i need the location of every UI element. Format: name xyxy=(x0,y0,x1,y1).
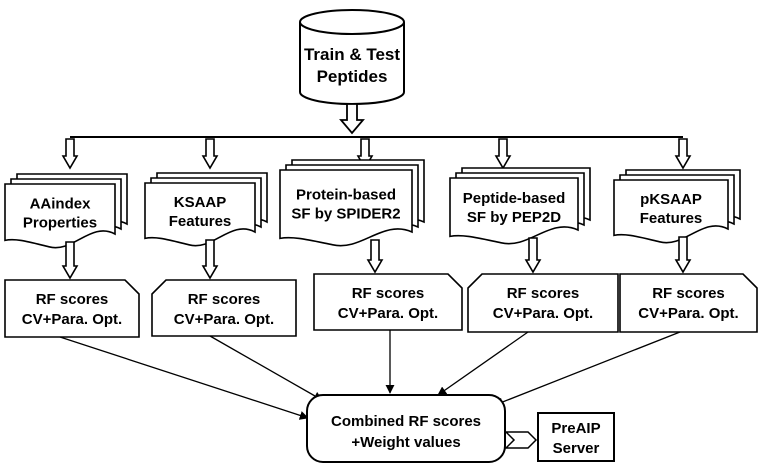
branch-arrow-1 xyxy=(61,138,79,170)
feature-label-line1-1: AAindex xyxy=(30,195,92,212)
rf-label-line1-4: RF scores xyxy=(507,285,580,302)
combined-line2: +Weight values xyxy=(351,434,460,451)
source-hollow-arrow xyxy=(339,103,365,135)
merge-arrow-4 xyxy=(437,331,529,396)
server-line1: PreAIP xyxy=(551,420,600,437)
feature-to-rf-arrow-5 xyxy=(674,236,692,274)
feature-label-line2-5: Features xyxy=(640,210,703,227)
feature-label-line2-4: SF by PEP2D xyxy=(467,209,561,226)
feature-to-rf-arrow-3 xyxy=(366,239,384,274)
combined-scores-box xyxy=(306,394,506,463)
rf-label-line2-3: CV+Para. Opt. xyxy=(338,305,438,322)
feature-document-stack-4: Peptide-based SF by PEP2D xyxy=(449,167,591,245)
feature-document-stack-2: KSAAP Features xyxy=(144,172,268,247)
source-title-line2: Peptides xyxy=(317,67,388,86)
server-chevron-arrow xyxy=(504,431,538,449)
rf-label-line1-1: RF scores xyxy=(36,291,109,308)
source-database-cylinder xyxy=(299,9,405,105)
rf-label-line2-4: CV+Para. Opt. xyxy=(493,305,593,322)
rf-label-line2-2: CV+Para. Opt. xyxy=(174,311,274,328)
feature-to-rf-arrow-1 xyxy=(61,241,79,280)
feature-label-line1-3: Protein-based xyxy=(296,186,396,203)
branch-arrow-5 xyxy=(674,138,692,170)
feature-document-stack-5: pKSAAP Features xyxy=(613,169,741,244)
feature-label-line1-2: KSAAP xyxy=(174,194,227,211)
merge-arrow-2 xyxy=(209,335,323,401)
feature-label-line2-3: SF by SPIDER2 xyxy=(291,205,400,222)
branch-arrow-2 xyxy=(201,138,219,170)
branch-arrow-4 xyxy=(494,138,512,170)
feature-label-line2-1: Properties xyxy=(23,214,97,231)
rf-label-line2-1: CV+Para. Opt. xyxy=(22,311,122,328)
feature-document-stack-3: Protein-based SF by SPIDER2 xyxy=(279,159,425,247)
merge-arrow-5 xyxy=(494,331,681,407)
feature-label-line1-4: Peptide-based xyxy=(463,190,566,207)
feature-to-rf-arrow-4 xyxy=(524,237,542,274)
merge-arrow-1 xyxy=(59,336,309,420)
server-line2: Server xyxy=(553,440,600,457)
source-title-line1: Train & Test xyxy=(304,45,400,64)
rf-label-line2-5: CV+Para. Opt. xyxy=(638,305,738,322)
feature-to-rf-arrow-2 xyxy=(201,239,219,280)
rf-label-line1-5: RF scores xyxy=(652,285,725,302)
server-box xyxy=(537,412,615,462)
rf-label-line1-2: RF scores xyxy=(188,291,261,308)
feature-label-line1-5: pKSAAP xyxy=(640,191,702,208)
feature-label-line2-2: Features xyxy=(169,213,232,230)
combined-line1: Combined RF scores xyxy=(331,413,481,430)
rf-label-line1-3: RF scores xyxy=(352,285,425,302)
